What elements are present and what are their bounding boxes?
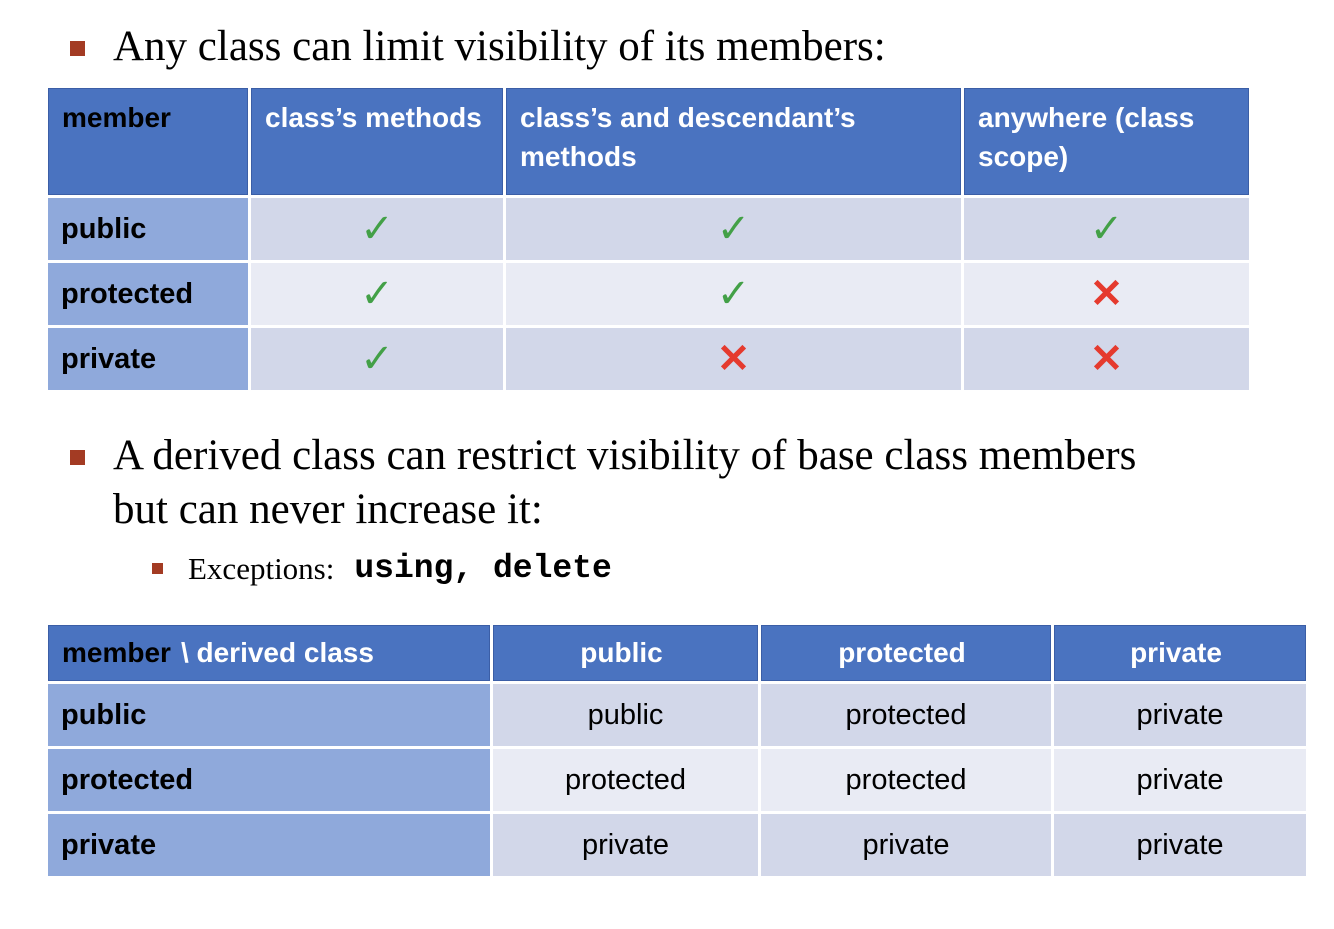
exceptions-code: using, delete: [354, 550, 612, 587]
bullet1-text: Any class can limit visibility of its me…: [113, 23, 886, 70]
table-row-private: private private private private: [48, 814, 1306, 876]
check-icon: ✓: [251, 328, 503, 390]
bullet-square-icon: [152, 563, 163, 574]
table-row-protected: protected protected protected private: [48, 749, 1306, 811]
row-label-public: public: [48, 198, 248, 260]
check-icon: ✓: [964, 198, 1249, 260]
check-icon: ✓: [251, 198, 503, 260]
row-label-private: private: [48, 814, 490, 876]
bullet-item-derived: A derived class can restrict visibility …: [70, 429, 1334, 537]
access-cell: protected: [493, 749, 758, 811]
derived-class-label: \ derived class: [180, 637, 374, 669]
access-cell: protected: [761, 684, 1051, 746]
col-header-member: member: [48, 88, 248, 195]
access-cell: private: [1054, 814, 1306, 876]
bullet-square-icon: [70, 41, 85, 56]
access-cell: private: [493, 814, 758, 876]
row-label-protected: protected: [48, 749, 490, 811]
table-row-protected: protected ✓ ✓ ✕: [48, 263, 1249, 325]
sub-bullet-exceptions: Exceptions: using, delete: [152, 546, 1334, 592]
table-row-public: public ✓ ✓ ✓: [48, 198, 1249, 260]
cross-icon: ✕: [964, 328, 1249, 390]
bullet-item-visibility: Any class can limit visibility of its me…: [70, 20, 1334, 74]
row-label-private: private: [48, 328, 248, 390]
table-row-public: public public protected private: [48, 684, 1306, 746]
access-cell: protected: [761, 749, 1051, 811]
col-header-class-methods: class’s methods: [251, 88, 503, 195]
bullet-square-icon: [70, 450, 85, 465]
col-header-member-derived: member \ derived class: [48, 625, 490, 681]
access-cell: private: [761, 814, 1051, 876]
access-cell: public: [493, 684, 758, 746]
visibility-table: member class’s methods class’s and desce…: [45, 85, 1252, 393]
cross-icon: ✕: [506, 328, 961, 390]
access-cell: private: [1054, 684, 1306, 746]
check-icon: ✓: [251, 263, 503, 325]
row-label-protected: protected: [48, 263, 248, 325]
col-header-descendant-methods: class’s and descendant’s methods: [506, 88, 961, 195]
member-label: member: [62, 637, 171, 669]
col-header-protected: protected: [761, 625, 1051, 681]
check-icon: ✓: [506, 263, 961, 325]
row-label-public: public: [48, 684, 490, 746]
access-cell: private: [1054, 749, 1306, 811]
col-header-public: public: [493, 625, 758, 681]
col-header-private: private: [1054, 625, 1306, 681]
derived-table-header-row: member \ derived class public protected p…: [48, 625, 1306, 681]
derived-access-table: member \ derived class public protected p…: [45, 622, 1309, 879]
cross-icon: ✕: [964, 263, 1249, 325]
exceptions-label: Exceptions:: [188, 551, 335, 586]
bullet2-text: A derived class can restrict visibility …: [113, 432, 1137, 533]
check-icon: ✓: [506, 198, 961, 260]
table-row-private: private ✓ ✕ ✕: [48, 328, 1249, 390]
col-header-anywhere: anywhere (class scope): [964, 88, 1249, 195]
visibility-table-header-row: member class’s methods class’s and desce…: [48, 88, 1249, 195]
